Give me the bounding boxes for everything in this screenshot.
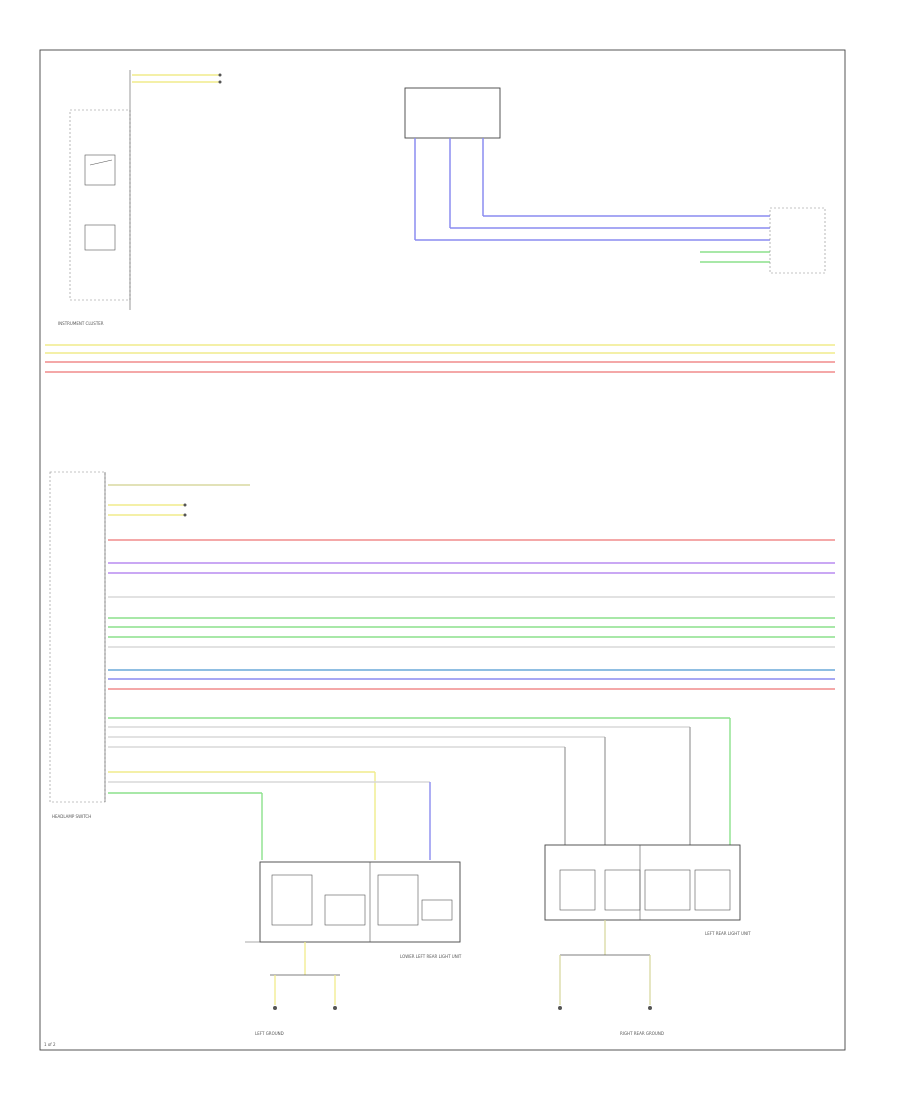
power-bus [45, 344, 835, 373]
left-rear-light-label: LEFT REAR LIGHT UNIT [705, 931, 751, 936]
instrument-cluster-component: INSTRUMENT CLUSTER [58, 70, 131, 326]
diagram-frame [39, 49, 846, 1051]
top-left-wires [132, 73, 222, 84]
headlamp-switch-label: HEADLAMP SWITCH [52, 814, 91, 819]
switch-harness [108, 484, 835, 860]
lower-left-rear-light-component: LOWER LEFT REAR LIGHT UNIT LEFT GROUND [245, 861, 462, 1036]
instrument-cluster-label: INSTRUMENT CLUSTER [58, 321, 104, 326]
page-footer-code: 1 of 2 [44, 1042, 56, 1047]
headlamp-switch-component: HEADLAMP SWITCH [49, 471, 106, 819]
ground-left-label: LEFT GROUND [255, 1031, 284, 1036]
lower-left-rear-light-label: LOWER LEFT REAR LIGHT UNIT [400, 954, 462, 959]
ground-symbols [273, 1006, 652, 1010]
top-control-module [404, 87, 826, 274]
left-rear-light-component: LEFT REAR LIGHT UNIT RIGHT REAR GROUND [544, 844, 751, 1036]
ground-right-label: RIGHT REAR GROUND [620, 1031, 664, 1036]
